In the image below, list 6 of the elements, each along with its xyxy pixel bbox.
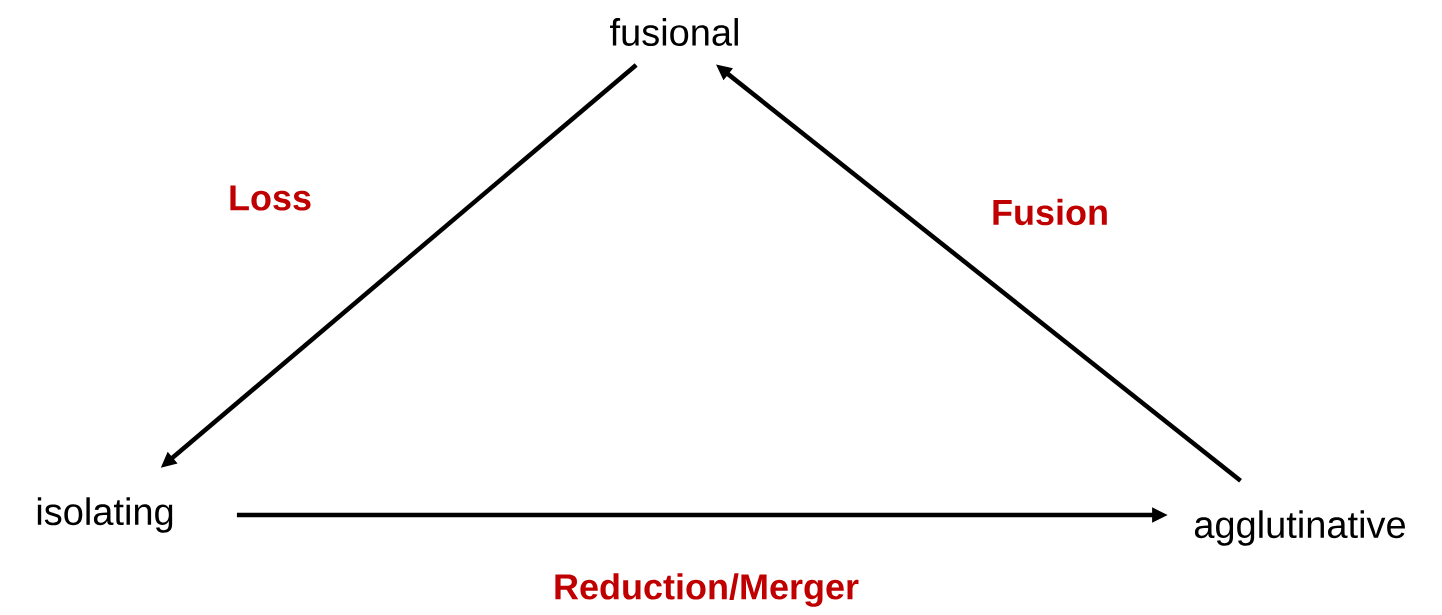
term-label: isolating: [37, 497, 173, 533]
edge-label: Reduction/Merger: [555, 573, 859, 607]
term-label: fusional: [610, 18, 738, 46]
term-label: agglutinative: [1194, 510, 1405, 546]
edge-label: Loss: [230, 185, 311, 211]
edge-label: Fusion: [993, 198, 1107, 226]
